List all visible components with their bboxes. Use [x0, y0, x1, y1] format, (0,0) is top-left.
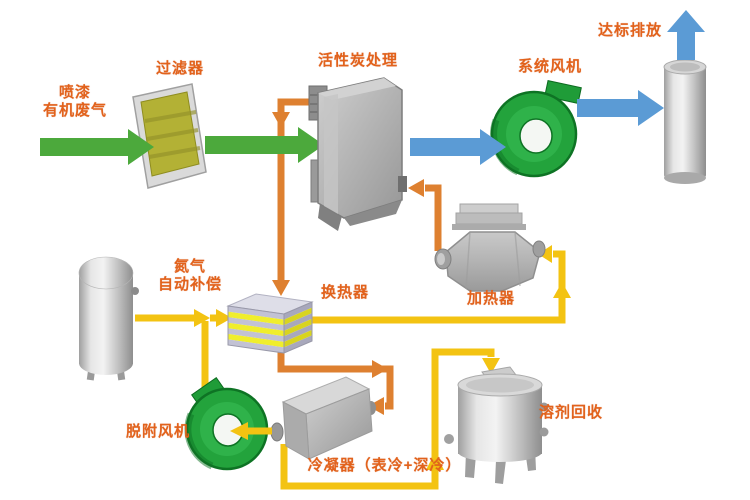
- nitrogen-tank: [78, 256, 139, 381]
- arrow-inlet-to-filter: [40, 129, 154, 165]
- solvent-recovery-tank: [444, 366, 549, 484]
- pipe-condenser-to-desfan: [230, 422, 272, 440]
- heat-exchanger-unit: [226, 293, 314, 354]
- filter-unit: [132, 83, 207, 189]
- raw-gas-arrows: [40, 127, 324, 165]
- pipe-carbon-to-hx: [277, 98, 316, 282]
- clean-gas-arrows: [410, 10, 705, 165]
- yellow-arrowheads: [194, 245, 571, 470]
- pipe-hx-to-condenser: [277, 350, 394, 410]
- heater-unit: [434, 203, 546, 292]
- label-heater: 加热器: [466, 290, 515, 307]
- label-filter: 过滤器: [155, 60, 204, 77]
- label-condenser: 冷凝器（表冷+深冷）: [307, 457, 462, 474]
- label-system-fan: 系统风机: [517, 58, 582, 75]
- pipe-network: [135, 98, 571, 490]
- arrow-fan-to-stack: [577, 90, 664, 126]
- label-desorption-fan: 脱附风机: [125, 423, 190, 440]
- arrow-carbon-to-fan: [410, 129, 506, 165]
- activated-carbon-unit: [308, 77, 407, 231]
- label-exhaust-gas: 喷漆 有机废气: [42, 84, 107, 119]
- arrow-filter-to-carbon: [205, 127, 324, 163]
- label-solvent-recovery: 溶剂回收: [538, 404, 603, 421]
- system-fan: [490, 80, 582, 178]
- label-nitrogen: 氮气 自动补偿: [157, 258, 222, 293]
- label-carbon-treatment: 活性炭处理: [317, 52, 398, 69]
- desorption-fan: [184, 376, 269, 471]
- condenser-unit: [270, 376, 376, 460]
- label-discharge: 达标排放: [597, 22, 662, 39]
- arrow-stack-discharge: [667, 10, 705, 60]
- label-heat-exchanger: 换热器: [320, 284, 369, 301]
- pipe-heater-to-carbon: [425, 184, 442, 251]
- pipe-condenser-to-solvent-tank: [280, 348, 495, 490]
- orange-arrowheads: [272, 112, 424, 415]
- exhaust-stack: [663, 59, 707, 184]
